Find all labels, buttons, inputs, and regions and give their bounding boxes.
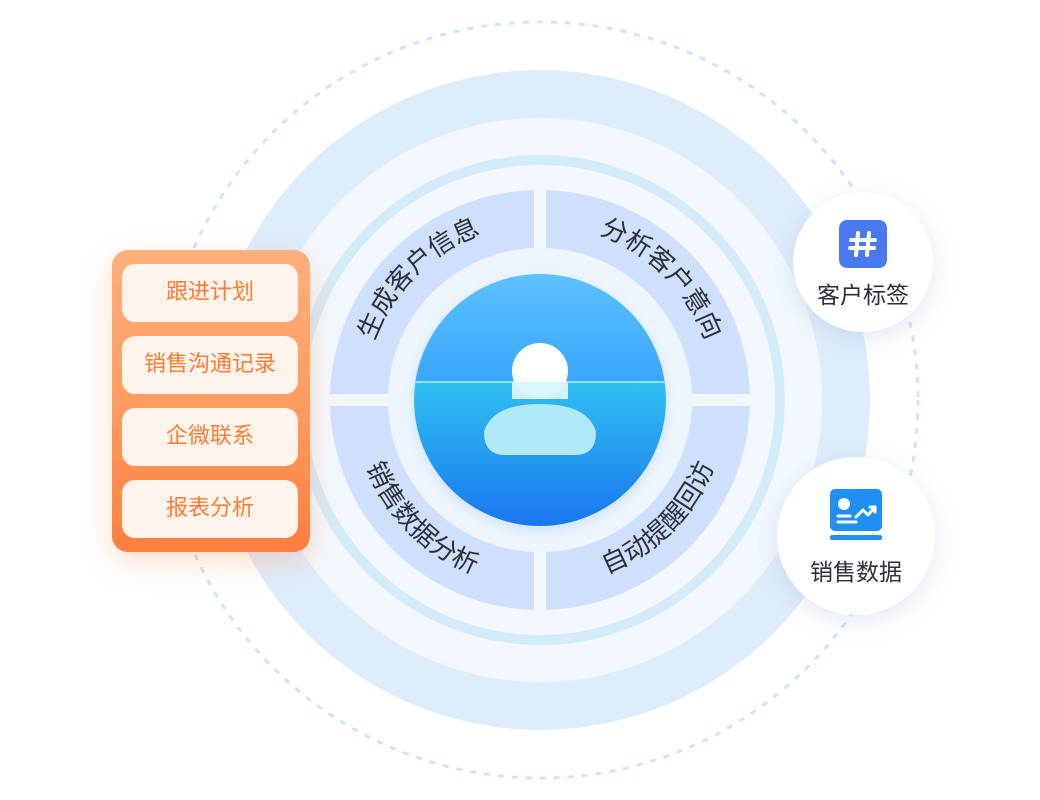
report-analysis-button[interactable]: 报表分析: [122, 480, 298, 538]
segment-ring: [330, 190, 750, 610]
sales-data-label: 销售数据: [810, 560, 902, 586]
sales-data-bubble[interactable]: 销售数据: [777, 457, 935, 615]
segment-sales-data-analysis[interactable]: [330, 405, 535, 610]
dashed-orbit: [160, 20, 920, 780]
segment-generate-customer-info[interactable]: [330, 190, 535, 395]
follow-up-plan-button[interactable]: 跟进计划: [122, 264, 298, 322]
customer-tags-bubble[interactable]: 客户标签: [793, 192, 933, 332]
segment-analyze-customer-intent[interactable]: [545, 190, 750, 395]
sales-communication-record-button[interactable]: 销售沟通记录: [122, 336, 298, 394]
segment-auto-reminder-revisit[interactable]: [545, 405, 750, 610]
customer-tags-label: 客户标签: [817, 283, 909, 309]
wecom-contact-button[interactable]: 企微联系: [122, 408, 298, 466]
sales-chart-icon: [830, 489, 882, 540]
feature-panel: 跟进计划 销售沟通记录 企微联系 报表分析: [112, 250, 310, 552]
customer-avatar-icon: [414, 274, 666, 526]
hashtag-icon: [839, 220, 887, 268]
